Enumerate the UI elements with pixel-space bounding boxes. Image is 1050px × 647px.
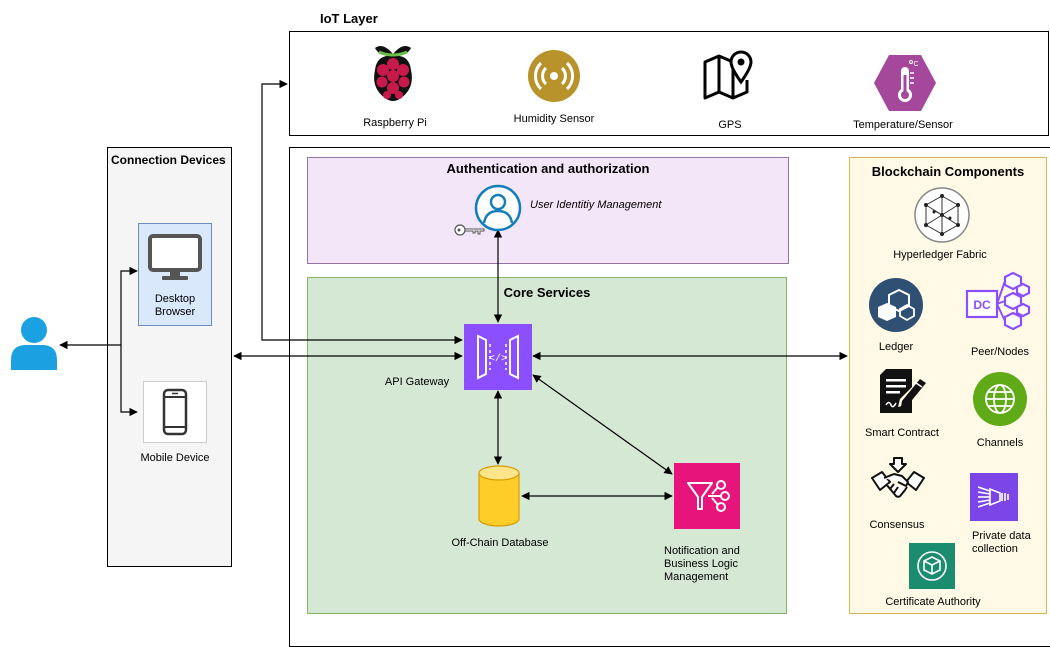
iot-layer-title: IoT Layer (320, 11, 378, 26)
map-pin-icon[interactable] (703, 50, 755, 100)
private-data-label: Private data collection (972, 530, 1031, 555)
hyperledger-label: Hyperledger Fabric (893, 249, 987, 261)
connection-devices-box (107, 147, 232, 567)
core-services-title: Core Services (503, 285, 591, 300)
ledger-cubes-icon[interactable] (869, 278, 923, 332)
mobile-phone-icon (162, 388, 188, 436)
peer-nodes-label: Peer/Nodes (970, 346, 1030, 358)
api-gateway-label: API Gateway (384, 376, 450, 388)
channels-label: Channels (976, 437, 1024, 449)
handshake-icon[interactable] (870, 456, 926, 504)
svg-text:C: C (914, 61, 919, 68)
consensus-label: Consensus (869, 519, 925, 531)
ledger-label: Ledger (878, 341, 914, 353)
dc-badge-text: DC (973, 298, 991, 312)
desktop-icon (148, 234, 202, 280)
database-label: Off-Chain Database (451, 537, 549, 549)
temperature-sensor-label: Temperature/Sensor (853, 119, 953, 131)
gps-label: GPS (718, 119, 742, 131)
database-cylinder-icon[interactable] (477, 465, 521, 527)
svg-text:</>: </> (489, 353, 507, 365)
smart-contract-label: Smart Contract (865, 427, 939, 439)
user-identity-label: User Identitiy Management (530, 199, 662, 211)
notification-label: Notification and Business Logic Manageme… (664, 545, 740, 583)
user-identity-icon[interactable] (474, 184, 522, 232)
hyperledger-icon[interactable] (913, 186, 971, 244)
user-icon (11, 317, 57, 370)
notification-icon[interactable] (674, 463, 740, 529)
blockchain-title: Blockchain Components (871, 164, 1025, 179)
smart-contract-icon[interactable] (876, 365, 928, 417)
channels-globe-icon[interactable] (973, 372, 1027, 426)
humidity-sensor-label: Humidity Sensor (513, 113, 595, 125)
raspberry-pi-icon[interactable] (369, 42, 417, 104)
mobile-device-label: Mobile Device (140, 452, 210, 464)
desktop-browser-label: Desktop Browser (154, 293, 196, 318)
key-icon (454, 224, 485, 236)
thermometer-icon[interactable]: C (873, 53, 937, 113)
humidity-sensor-icon[interactable] (528, 50, 580, 102)
certificate-icon[interactable] (909, 543, 955, 589)
connection-devices-title: Connection Devices (111, 153, 226, 167)
private-data-icon[interactable] (970, 473, 1018, 521)
peer-nodes-icon[interactable]: DC (965, 271, 1031, 337)
raspberry-pi-label: Raspberry Pi (363, 117, 427, 129)
certificate-authority-label: Certificate Authority (885, 596, 981, 608)
auth-title: Authentication and authorization (446, 161, 650, 176)
api-gateway-icon[interactable]: </> (464, 324, 532, 390)
